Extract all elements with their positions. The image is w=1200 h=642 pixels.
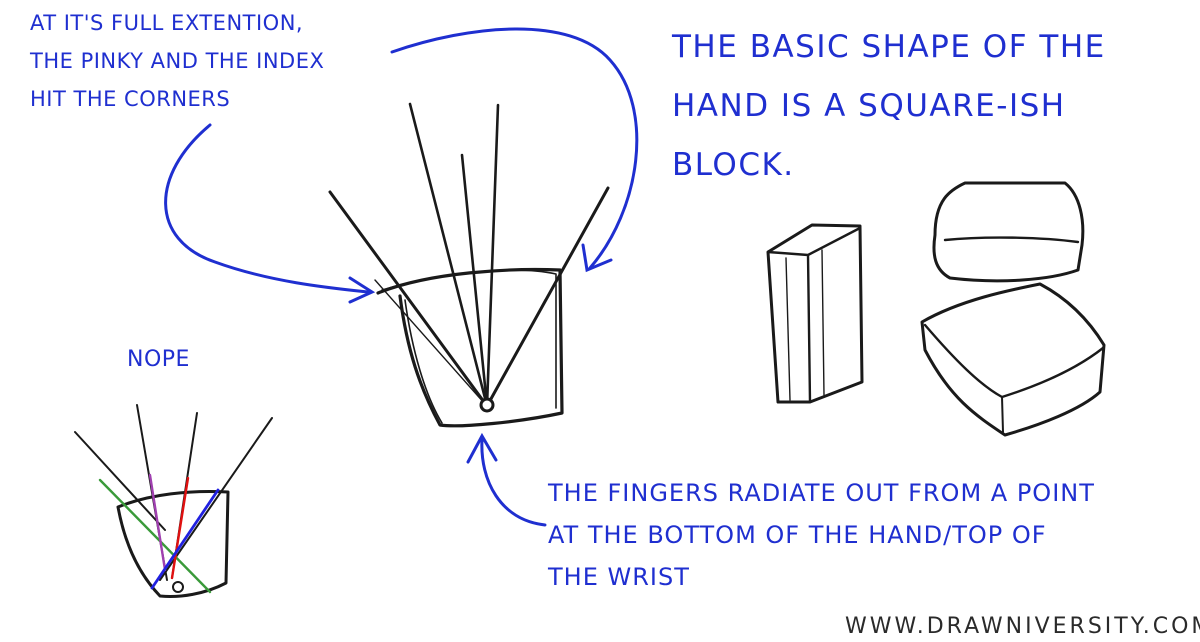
note-corners: AT IT'S FULL EXTENTION, THE PINKY AND TH…: [30, 4, 324, 118]
wrong-finger-4: [159, 417, 273, 581]
radiate-point: [479, 397, 495, 413]
note-nope: NOPE: [127, 347, 190, 372]
finger-line-2: [408, 102, 489, 408]
tall-block: [766, 223, 864, 404]
annotation-arrows: [164, 27, 639, 527]
finger-line-sketch: [374, 279, 546, 405]
wide-flat-block: [932, 181, 1085, 283]
square-block: [920, 282, 1106, 437]
finger-line-1: [328, 190, 489, 408]
note-radiate-line-2: AT THE BOTTOM OF THE HAND/TOP OF: [548, 521, 1047, 549]
hand-block-wrong: [74, 404, 273, 598]
hand-block-correct: [328, 102, 610, 428]
note-corners-line-2: THE PINKY AND THE INDEX: [30, 49, 325, 73]
wrong-radiate-point: [172, 581, 184, 593]
wrong-purple-line: [148, 473, 167, 572]
watermark: WWW.DRAWNIVERSITY.COM: [845, 614, 1200, 639]
note-corners-line-1: AT IT'S FULL EXTENTION,: [30, 11, 304, 35]
note-corners-line-3: HIT THE CORNERS: [30, 87, 231, 111]
note-radiate-line-1: THE FINGERS RADIATE OUT FROM A POINT: [548, 479, 1095, 507]
arrow-to-left-corner-head: [348, 276, 376, 304]
note-radiate-line-3: THE WRIST: [548, 563, 690, 591]
note-basic-shape-line-2: HAND IS A SQUARE-ISH: [672, 88, 1066, 124]
wrong-blue-line: [150, 488, 220, 590]
note-basic-shape: THE BASIC SHAPE OF THE HAND IS A SQUARE-…: [672, 18, 1106, 195]
finger-line-4: [485, 103, 500, 408]
note-basic-shape-line-3: BLOCK.: [672, 147, 795, 183]
block-sketches: [766, 181, 1106, 437]
arrow-to-radiate-point-head: [466, 432, 498, 464]
finger-line-3: [460, 153, 489, 408]
note-radiate: THE FINGERS RADIATE OUT FROM A POINT AT …: [548, 472, 1095, 598]
arrow-to-right-corner-head: [581, 243, 613, 273]
arrow-to-left-corner: [164, 123, 370, 294]
arrow-to-radiate-point: [480, 438, 547, 527]
note-basic-shape-line-1: THE BASIC SHAPE OF THE: [672, 29, 1106, 65]
arrow-to-right-corner: [390, 27, 639, 270]
wrong-red-line: [170, 476, 190, 580]
wrong-block-outline: [116, 490, 230, 598]
wrong-green-line: [98, 478, 212, 594]
wrong-finger-1: [74, 431, 166, 531]
